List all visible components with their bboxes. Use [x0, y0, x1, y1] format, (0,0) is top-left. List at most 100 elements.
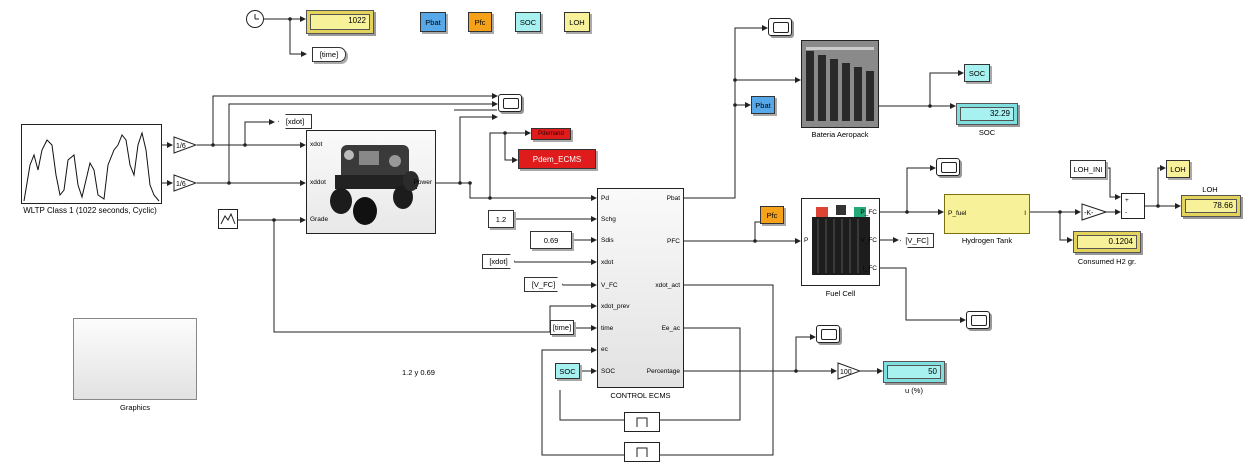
scope-icon: [971, 315, 987, 326]
goto-pfc[interactable]: Pfc: [760, 206, 784, 224]
ecms-out-percentage: Percentage: [647, 368, 680, 375]
tag-soc[interactable]: SOC: [515, 12, 541, 32]
gain-100[interactable]: 100: [837, 362, 861, 380]
clock-icon: [247, 11, 263, 27]
loh-display[interactable]: 78.66: [1181, 195, 1241, 217]
ecms-in-vfc: V_FC: [601, 282, 618, 289]
goto-pbat[interactable]: Pbat: [751, 96, 775, 114]
tank-caption: Hydrogen Tank: [944, 236, 1030, 245]
from-soc[interactable]: SOC: [555, 363, 580, 379]
vehicle-port-xddot: xddot: [310, 179, 326, 186]
ecms-in-time: time: [601, 325, 613, 332]
soc-display-value: 32.29: [960, 107, 1014, 121]
h2-caption: Consumed H2 gr.: [1068, 257, 1146, 266]
wltp-cycle-block[interactable]: [21, 124, 162, 204]
goto-time[interactable]: [time]: [312, 47, 346, 62]
u-display-value: 50: [887, 365, 941, 379]
delay-icon: [625, 413, 659, 431]
scope-icon: [821, 329, 837, 340]
signal-builder-icon: [219, 210, 237, 228]
sum-sign-plus: +: [1125, 197, 1129, 204]
ecms-out-pfc: PFC: [667, 238, 680, 245]
goto-loh[interactable]: LOH: [1166, 160, 1190, 178]
gain-1-6-a[interactable]: 1/6: [173, 136, 197, 154]
unit-delay-1[interactable]: [624, 412, 660, 432]
ecms-in-schg: Schg: [601, 216, 616, 223]
gain-1-6-b-label: 1/6: [176, 181, 186, 188]
const-schg[interactable]: 1.2: [488, 210, 514, 228]
sum-block[interactable]: + -: [1121, 193, 1145, 219]
vehicle-port-power: Power: [414, 179, 432, 186]
ecms-in-sdis: Sdis: [601, 237, 614, 244]
fc-port-p: P: [804, 237, 808, 244]
u-display[interactable]: 50: [883, 361, 945, 383]
pdem-ecms-box[interactable]: Pdem_ECMS: [518, 149, 596, 169]
tag-loh[interactable]: LOH: [564, 12, 590, 32]
fuel-cell-block[interactable]: P_FC V_FC I_FC P: [801, 198, 880, 286]
tank-port-pfuel: P_fuel: [948, 210, 966, 217]
soc-caption: SOC: [956, 128, 1018, 137]
vehicle-port-grade: Grade: [310, 216, 328, 223]
scope-icon: [941, 162, 957, 173]
battery-caption: Bateria Aeropack: [801, 130, 879, 139]
ecms-in-xdot-prev: xdot_prev: [601, 303, 630, 310]
scope-fc-top[interactable]: [936, 158, 960, 176]
u-caption: u (%): [883, 386, 945, 395]
ecms-in-xdot: xdot: [601, 259, 613, 266]
vehicle-port-xdot: xdot: [310, 141, 322, 148]
loh-display-value: 78.66: [1185, 199, 1237, 213]
wltp-caption: WLTP Class 1 (1022 seconds, Cyclic): [10, 206, 170, 215]
scope-pbat[interactable]: [768, 18, 792, 36]
fc-port-pfc: P_FC: [860, 209, 877, 216]
ecms-in-soc: SOC: [601, 368, 615, 375]
ecms-out-pbat: Pbat: [667, 195, 680, 202]
sum-sign-minus: -: [1125, 209, 1127, 216]
soc-display[interactable]: 32.29: [956, 103, 1018, 125]
loh-caption: LOH: [1180, 185, 1240, 194]
tag-pbat[interactable]: Pbat: [420, 12, 446, 32]
gain-1-6-b[interactable]: 1/6: [173, 174, 197, 192]
delay-icon: [625, 443, 659, 461]
scope-icon: [773, 22, 789, 33]
ecms-caption: CONTROL ECMS: [597, 391, 684, 400]
graphics-caption: Graphics: [73, 403, 197, 412]
h2-display-value: 0.1204: [1077, 235, 1137, 249]
from-time[interactable]: [time]: [550, 320, 574, 335]
gain-k[interactable]: -K-: [1081, 203, 1107, 221]
graphics-block[interactable]: [73, 318, 197, 400]
annotation-note: 1.2 y 0.69: [402, 368, 435, 377]
fc-port-vfc: V_FC: [860, 237, 877, 244]
from-vfc[interactable]: [V_FC]: [524, 277, 563, 292]
scope-fc-bottom[interactable]: [966, 311, 990, 329]
gain-k-label: -K-: [1084, 210, 1094, 217]
clock-display-value: 1022: [310, 14, 370, 30]
fc-port-ifc: I_FC: [863, 265, 877, 272]
scope-icon: [503, 98, 519, 109]
goto-pdemand[interactable]: Pdemand: [531, 128, 571, 140]
battery-pack-icon: [802, 41, 878, 127]
fuel-cell-caption: Fuel Cell: [801, 289, 880, 298]
gain-1-6-a-label: 1/6: [176, 143, 186, 150]
battery-block[interactable]: [801, 40, 879, 128]
clock-block[interactable]: [246, 10, 264, 28]
grade-source-block[interactable]: [218, 209, 238, 229]
ecms-out-xdot-act: xdot_act: [655, 282, 680, 289]
scope-vehicle[interactable]: [498, 94, 522, 112]
const-loh-ini[interactable]: LOH_INI: [1070, 160, 1106, 178]
tag-pfc[interactable]: Pfc: [468, 12, 492, 32]
unit-delay-2[interactable]: [624, 442, 660, 462]
vehicle-block[interactable]: xdot xddot Grade Power: [306, 130, 436, 234]
wltp-waveform: [22, 125, 161, 203]
goto-soc[interactable]: SOC: [964, 64, 990, 82]
h2-display[interactable]: 0.1204: [1073, 231, 1141, 253]
ecms-out-ee-ac: Ee_ac: [662, 325, 680, 332]
ecms-in-ec: ec: [601, 346, 608, 353]
gain-100-label: 100: [840, 369, 852, 376]
from-xdot[interactable]: [xdot]: [482, 254, 515, 269]
hydrogen-tank-block[interactable]: P_fuel I: [944, 194, 1030, 234]
ecms-in-pd: Pd: [601, 195, 609, 202]
const-sdis[interactable]: 0.69: [530, 231, 572, 249]
control-ecms-block[interactable]: Pd Schg Sdis xdot V_FC xdot_prev time ec…: [597, 188, 684, 388]
clock-display[interactable]: 1022: [306, 10, 374, 34]
scope-percentage[interactable]: [816, 325, 840, 343]
